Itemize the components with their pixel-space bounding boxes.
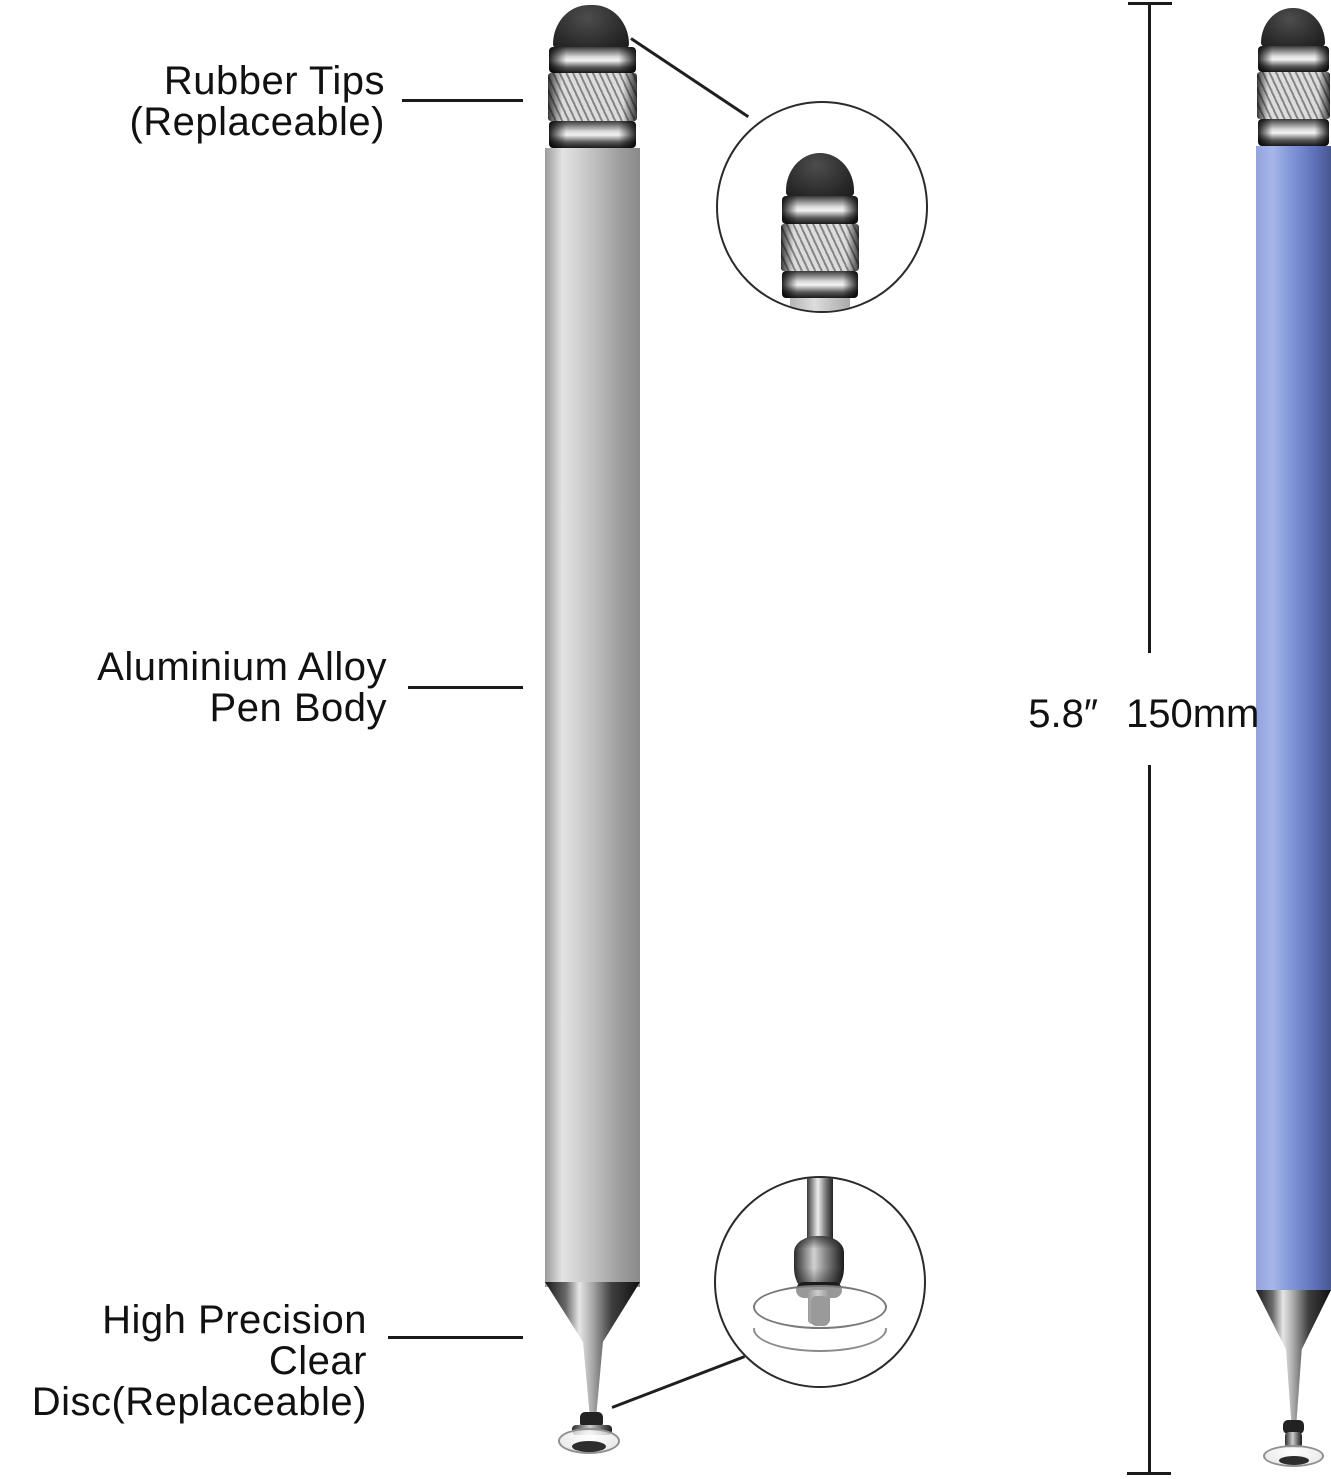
silver-tip-ring <box>580 1412 603 1428</box>
callout-clear-disc-top <box>753 1285 887 1329</box>
label-line-rubber-tips <box>402 99 523 102</box>
callout-rubber-tip-detail <box>716 101 928 313</box>
label-line-pen-body <box>408 686 523 689</box>
blue-tip-ring <box>1283 1420 1304 1434</box>
label-rubber-tips: Rubber Tips (Replaceable) <box>80 61 385 143</box>
silver-chrome-ring-bottom <box>549 121 636 148</box>
blue-knurled-grip <box>1257 72 1330 119</box>
silver-stylus <box>545 5 640 1455</box>
callout-knurled-grip <box>781 224 859 271</box>
dimension-millimeters: 150mm <box>1126 692 1260 736</box>
blue-pen-body <box>1256 146 1331 1290</box>
callout-rubber-tip <box>786 153 854 198</box>
silver-clear-disc <box>558 1428 620 1454</box>
callout-chrome-ring-bottom <box>782 271 858 298</box>
callout-nib-rod <box>807 1178 833 1242</box>
callout-body-stub <box>790 298 850 311</box>
blue-tip-knob <box>1285 1432 1302 1448</box>
label-clear-disc-line2: Clear Disc(Replaceable) <box>31 1339 367 1424</box>
leader-line-top-callout <box>630 37 750 118</box>
callout-chrome-ring-top <box>782 196 858 224</box>
blue-nib-cone <box>1256 1290 1331 1422</box>
blue-disc-contact <box>1279 1456 1309 1465</box>
silver-nib-cone <box>545 1282 640 1415</box>
silver-chrome-ring-top <box>549 47 636 73</box>
label-pen-body: Aluminium Alloy Pen Body <box>80 647 387 729</box>
dimension-tick-bottom <box>1127 1472 1171 1475</box>
silver-rubber-tip <box>553 5 629 50</box>
silver-pen-body <box>545 148 640 1287</box>
callout-clear-disc-detail <box>714 1176 926 1388</box>
dimension-line-lower <box>1148 765 1151 1474</box>
label-clear-disc: High Precision Clear Disc(Replaceable) <box>0 1300 367 1423</box>
blue-stylus <box>1256 8 1331 1468</box>
blue-chrome-ring-top <box>1258 46 1329 72</box>
label-pen-body-line2: Pen Body <box>209 686 387 730</box>
label-clear-disc-line1: High Precision <box>102 1298 367 1342</box>
blue-rubber-tip <box>1261 8 1325 48</box>
blue-clear-disc <box>1263 1445 1324 1467</box>
silver-disc-contact <box>572 1441 606 1452</box>
label-pen-body-line1: Aluminium Alloy <box>97 645 387 689</box>
label-line-clear-disc <box>388 1336 523 1339</box>
dimension-inches: 5.8″ <box>1028 692 1098 736</box>
blue-chrome-ring-bottom <box>1258 119 1329 146</box>
label-rubber-tips-line2: (Replaceable) <box>129 100 385 144</box>
silver-knurled-grip <box>548 73 637 121</box>
label-rubber-tips-line1: Rubber Tips <box>163 59 385 103</box>
dimension-line-upper <box>1148 2 1151 653</box>
